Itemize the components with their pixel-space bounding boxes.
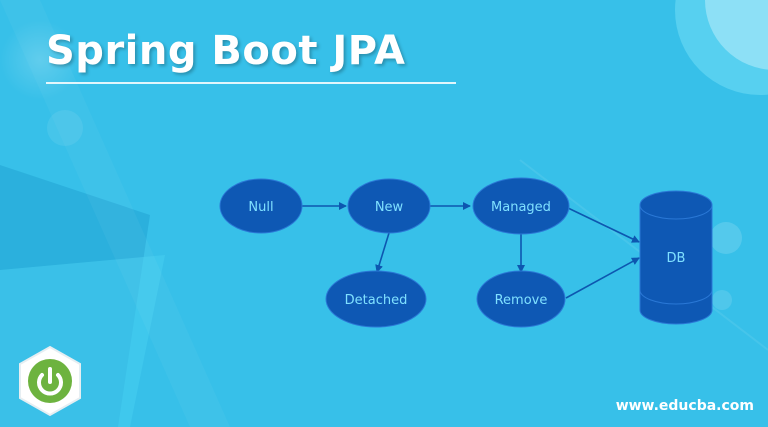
node-remove: Remove — [476, 270, 566, 328]
node-null-label: Null — [248, 200, 273, 215]
node-detached: Detached — [325, 270, 427, 328]
title-underline — [46, 82, 456, 84]
node-detached-label: Detached — [345, 293, 408, 308]
edge-remove-db — [565, 257, 640, 299]
node-db: DB — [639, 190, 713, 325]
site-url: www.educba.com — [615, 398, 754, 414]
node-new: New — [347, 178, 431, 234]
edge-new-detached — [375, 232, 390, 273]
power-icon — [37, 367, 63, 396]
node-null: Null — [219, 178, 303, 234]
spring-logo — [19, 345, 81, 417]
node-new-label: New — [375, 200, 404, 215]
node-db-label: DB — [667, 251, 686, 266]
node-managed-label: Managed — [491, 200, 551, 215]
page-title: Spring Boot JPA — [46, 28, 406, 74]
edge-managed-db — [567, 207, 640, 243]
node-managed: Managed — [472, 177, 570, 235]
node-remove-label: Remove — [495, 293, 548, 308]
